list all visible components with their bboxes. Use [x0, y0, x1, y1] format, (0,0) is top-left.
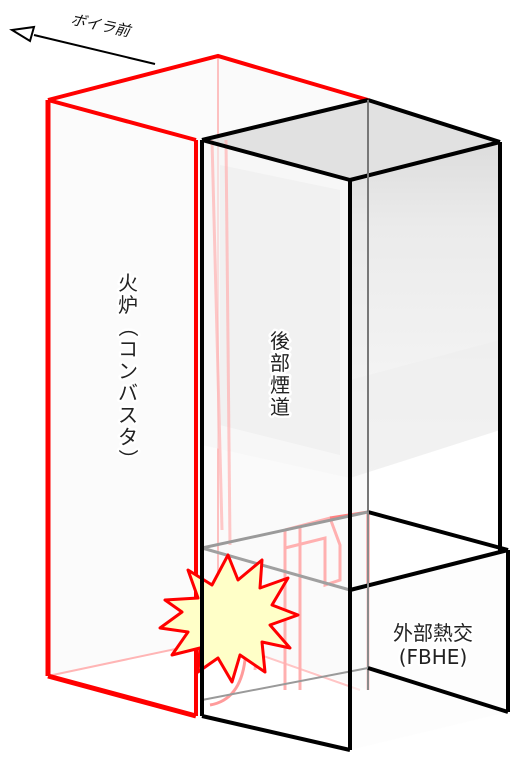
furnace-label-char: 炉: [118, 293, 138, 317]
back-pass-label-char: 後: [270, 329, 290, 353]
direction-label: ボイラ前: [69, 10, 133, 40]
fbhe-label-line2: (FBHE): [399, 645, 468, 669]
furnace-label-char: （: [116, 317, 140, 337]
furnace-label-char: ）: [116, 449, 140, 469]
furnace-label-char: 火: [118, 271, 138, 295]
fbhe-label-line1: 外部熱交: [393, 621, 473, 645]
back-pass-label-char: 部: [270, 351, 290, 375]
furnace-label-char: コ: [118, 337, 138, 361]
furnace-label-char: ス: [118, 403, 138, 427]
back-pass-box: [200, 98, 502, 752]
direction-arrow: ボイラ前: [9, 10, 156, 65]
fire-burst-icon: [158, 553, 300, 684]
furnace-label-char: ン: [118, 359, 138, 383]
arrowhead-icon: [9, 25, 36, 43]
back-pass-label-char: 煙: [270, 373, 290, 397]
fbhe-box: [201, 510, 510, 750]
furnace-label-char: タ: [118, 425, 138, 449]
back-pass-label-char: 道: [270, 395, 290, 419]
furnace-label-char: バ: [118, 381, 138, 405]
fbhe-label: 外部熱交 (FBHE): [391, 619, 476, 672]
